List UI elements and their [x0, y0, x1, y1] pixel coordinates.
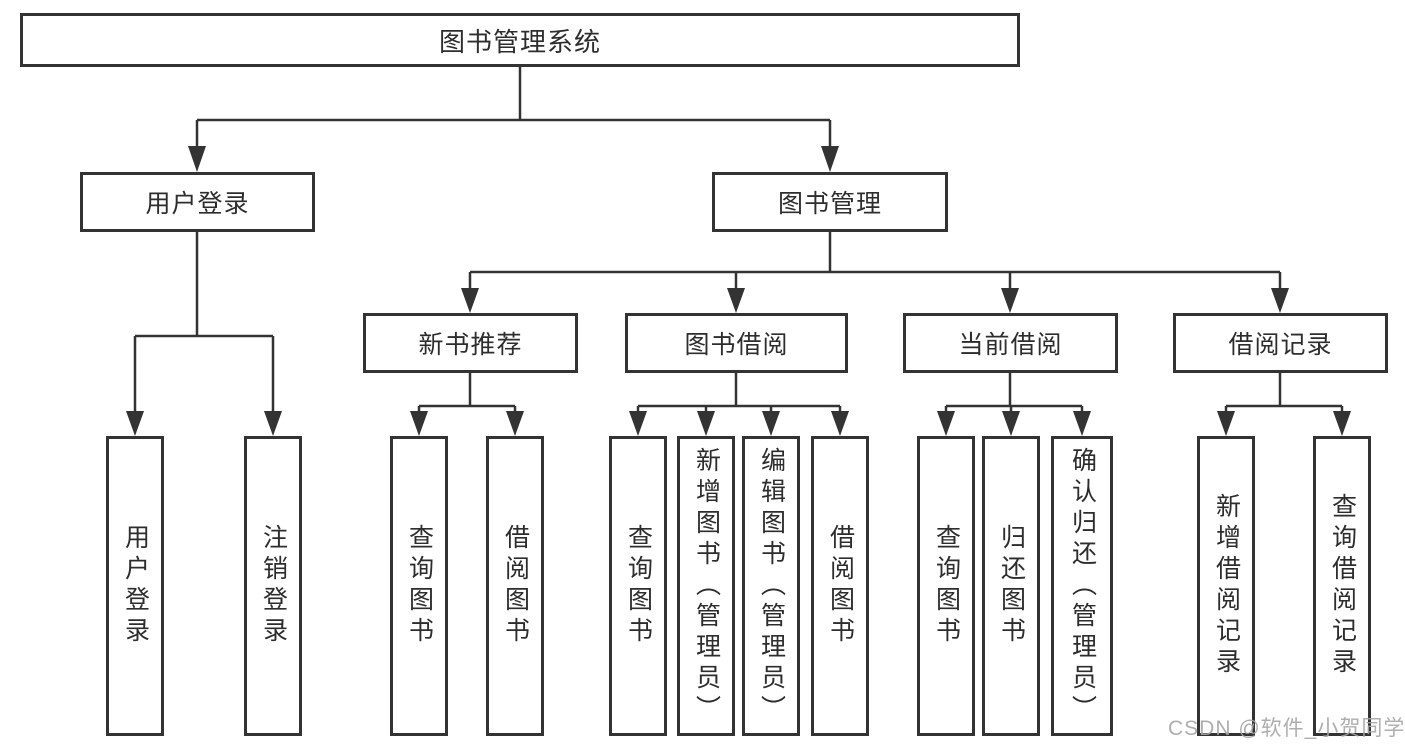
leaf-current-query-books: 查询图书	[917, 436, 975, 736]
arrowhead-icon	[188, 146, 206, 172]
leaf-borrow-query-books: 查询图书	[609, 436, 667, 736]
arrowhead-icon	[506, 411, 524, 436]
arrowhead-icon	[1001, 288, 1019, 313]
arrowhead-icon	[629, 411, 647, 436]
node-current-borrow-label: 当前借阅	[958, 331, 1063, 359]
leaf-label: 查询图书	[624, 524, 653, 648]
leaf-edit-books-admin: 编辑图书（管理员）	[742, 436, 800, 736]
node-new-book-recommend-label: 新书推荐	[418, 331, 523, 359]
arrowhead-icon	[126, 411, 144, 436]
arrowhead-icon	[264, 411, 282, 436]
node-user-login: 用户登录	[80, 172, 315, 232]
arrowhead-icon	[1002, 411, 1020, 436]
node-book-management-label: 图书管理	[777, 190, 882, 218]
node-book-borrow: 图书借阅	[625, 313, 848, 373]
leaf-add-borrow-record: 新增借阅记录	[1197, 436, 1255, 736]
arrowhead-icon	[727, 288, 745, 313]
arrowhead-icon	[937, 411, 955, 436]
node-book-management: 图书管理	[712, 172, 948, 232]
node-user-login-label: 用户登录	[145, 190, 250, 218]
node-book-borrow-label: 图书借阅	[684, 331, 789, 359]
leaf-label: 查询借阅记录	[1328, 493, 1357, 679]
leaf-user-login: 用户登录	[106, 436, 164, 736]
leaf-user-login-label: 用户登录	[121, 524, 150, 648]
csdn-watermark: CSDN @软件_小贺同学	[1168, 717, 1405, 740]
leaf-query-borrow-record: 查询借阅记录	[1313, 436, 1371, 736]
arrowhead-icon	[410, 411, 428, 436]
leaf-confirm-return-admin: 确认归还（管理员）	[1051, 436, 1113, 736]
leaf-recommend-borrow-books: 借阅图书	[486, 436, 544, 736]
arrowhead-icon	[821, 146, 839, 172]
leaf-recommend-query-books: 查询图书	[390, 436, 448, 736]
node-root: 图书管理系统	[20, 13, 1020, 67]
node-new-book-recommend: 新书推荐	[363, 313, 578, 373]
leaf-label: 查询图书	[405, 524, 434, 648]
arrowheads	[126, 146, 1351, 436]
leaf-add-books-admin: 新增图书（管理员）	[677, 436, 735, 736]
arrowhead-icon	[831, 411, 849, 436]
arrowhead-icon	[1333, 411, 1351, 436]
node-borrow-records: 借阅记录	[1173, 313, 1388, 373]
arrowhead-icon	[461, 288, 479, 313]
leaf-label: 新增借阅记录	[1212, 493, 1241, 679]
arrowhead-icon	[1073, 411, 1091, 436]
arrowhead-icon	[1271, 288, 1289, 313]
leaf-label: 编辑图书（管理员）	[757, 446, 786, 726]
arrowhead-icon	[697, 411, 715, 436]
leaf-logout: 注销登录	[244, 436, 302, 736]
node-root-label: 图书管理系统	[438, 26, 601, 57]
leaf-label: 确认归还（管理员）	[1068, 446, 1097, 726]
leaf-borrow-books: 借阅图书	[811, 436, 869, 736]
leaf-label: 借阅图书	[826, 524, 855, 648]
leaf-label: 归还图书	[997, 524, 1026, 648]
leaf-label: 借阅图书	[501, 524, 530, 648]
leaf-label: 新增图书（管理员）	[692, 446, 721, 726]
node-borrow-records-label: 借阅记录	[1228, 331, 1333, 359]
leaf-return-books: 归还图书	[982, 436, 1040, 736]
leaf-label: 查询图书	[932, 524, 961, 648]
leaf-logout-label: 注销登录	[259, 524, 288, 648]
node-current-borrow: 当前借阅	[903, 313, 1118, 373]
arrowhead-icon	[762, 411, 780, 436]
arrowhead-icon	[1217, 411, 1235, 436]
